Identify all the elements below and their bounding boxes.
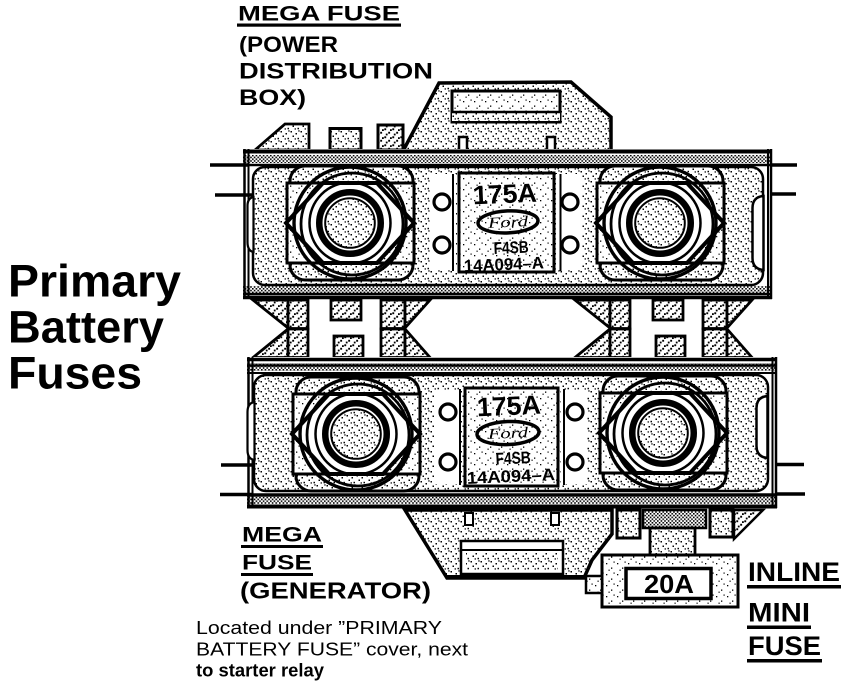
svg-text:175A: 175A xyxy=(472,178,537,211)
svg-text:to starter relay: to starter relay xyxy=(196,661,324,681)
svg-text:Battery: Battery xyxy=(8,302,165,353)
svg-text:BOX): BOX) xyxy=(239,85,306,110)
svg-text:(GENERATOR): (GENERATOR) xyxy=(240,578,431,604)
svg-text:F4SB: F4SB xyxy=(493,238,529,259)
svg-text:MEGA FUSE: MEGA FUSE xyxy=(238,2,400,26)
svg-text:14A094–A: 14A094–A xyxy=(463,253,544,275)
svg-text:Ford: Ford xyxy=(486,214,529,232)
svg-text:MINI: MINI xyxy=(748,598,810,628)
svg-text:INLINE: INLINE xyxy=(748,557,840,587)
svg-text:Fuses: Fuses xyxy=(8,348,142,399)
svg-text:175A: 175A xyxy=(476,390,541,423)
svg-text:FUSE: FUSE xyxy=(242,551,312,575)
svg-text:Primary: Primary xyxy=(8,256,182,307)
svg-text:14A094–A: 14A094–A xyxy=(467,465,556,488)
svg-text:MEGA: MEGA xyxy=(242,523,322,547)
svg-text:Ford: Ford xyxy=(486,425,529,443)
svg-text:F4SB: F4SB xyxy=(495,448,531,469)
svg-text:Located under ”PRIMARY: Located under ”PRIMARY xyxy=(196,618,442,638)
svg-text:(POWER: (POWER xyxy=(239,32,338,57)
svg-text:FUSE: FUSE xyxy=(748,631,821,661)
svg-text:20A: 20A xyxy=(644,569,694,599)
svg-text:DISTRIBUTION: DISTRIBUTION xyxy=(239,59,433,84)
svg-text:BATTERY FUSE” cover, next: BATTERY FUSE” cover, next xyxy=(196,640,468,660)
